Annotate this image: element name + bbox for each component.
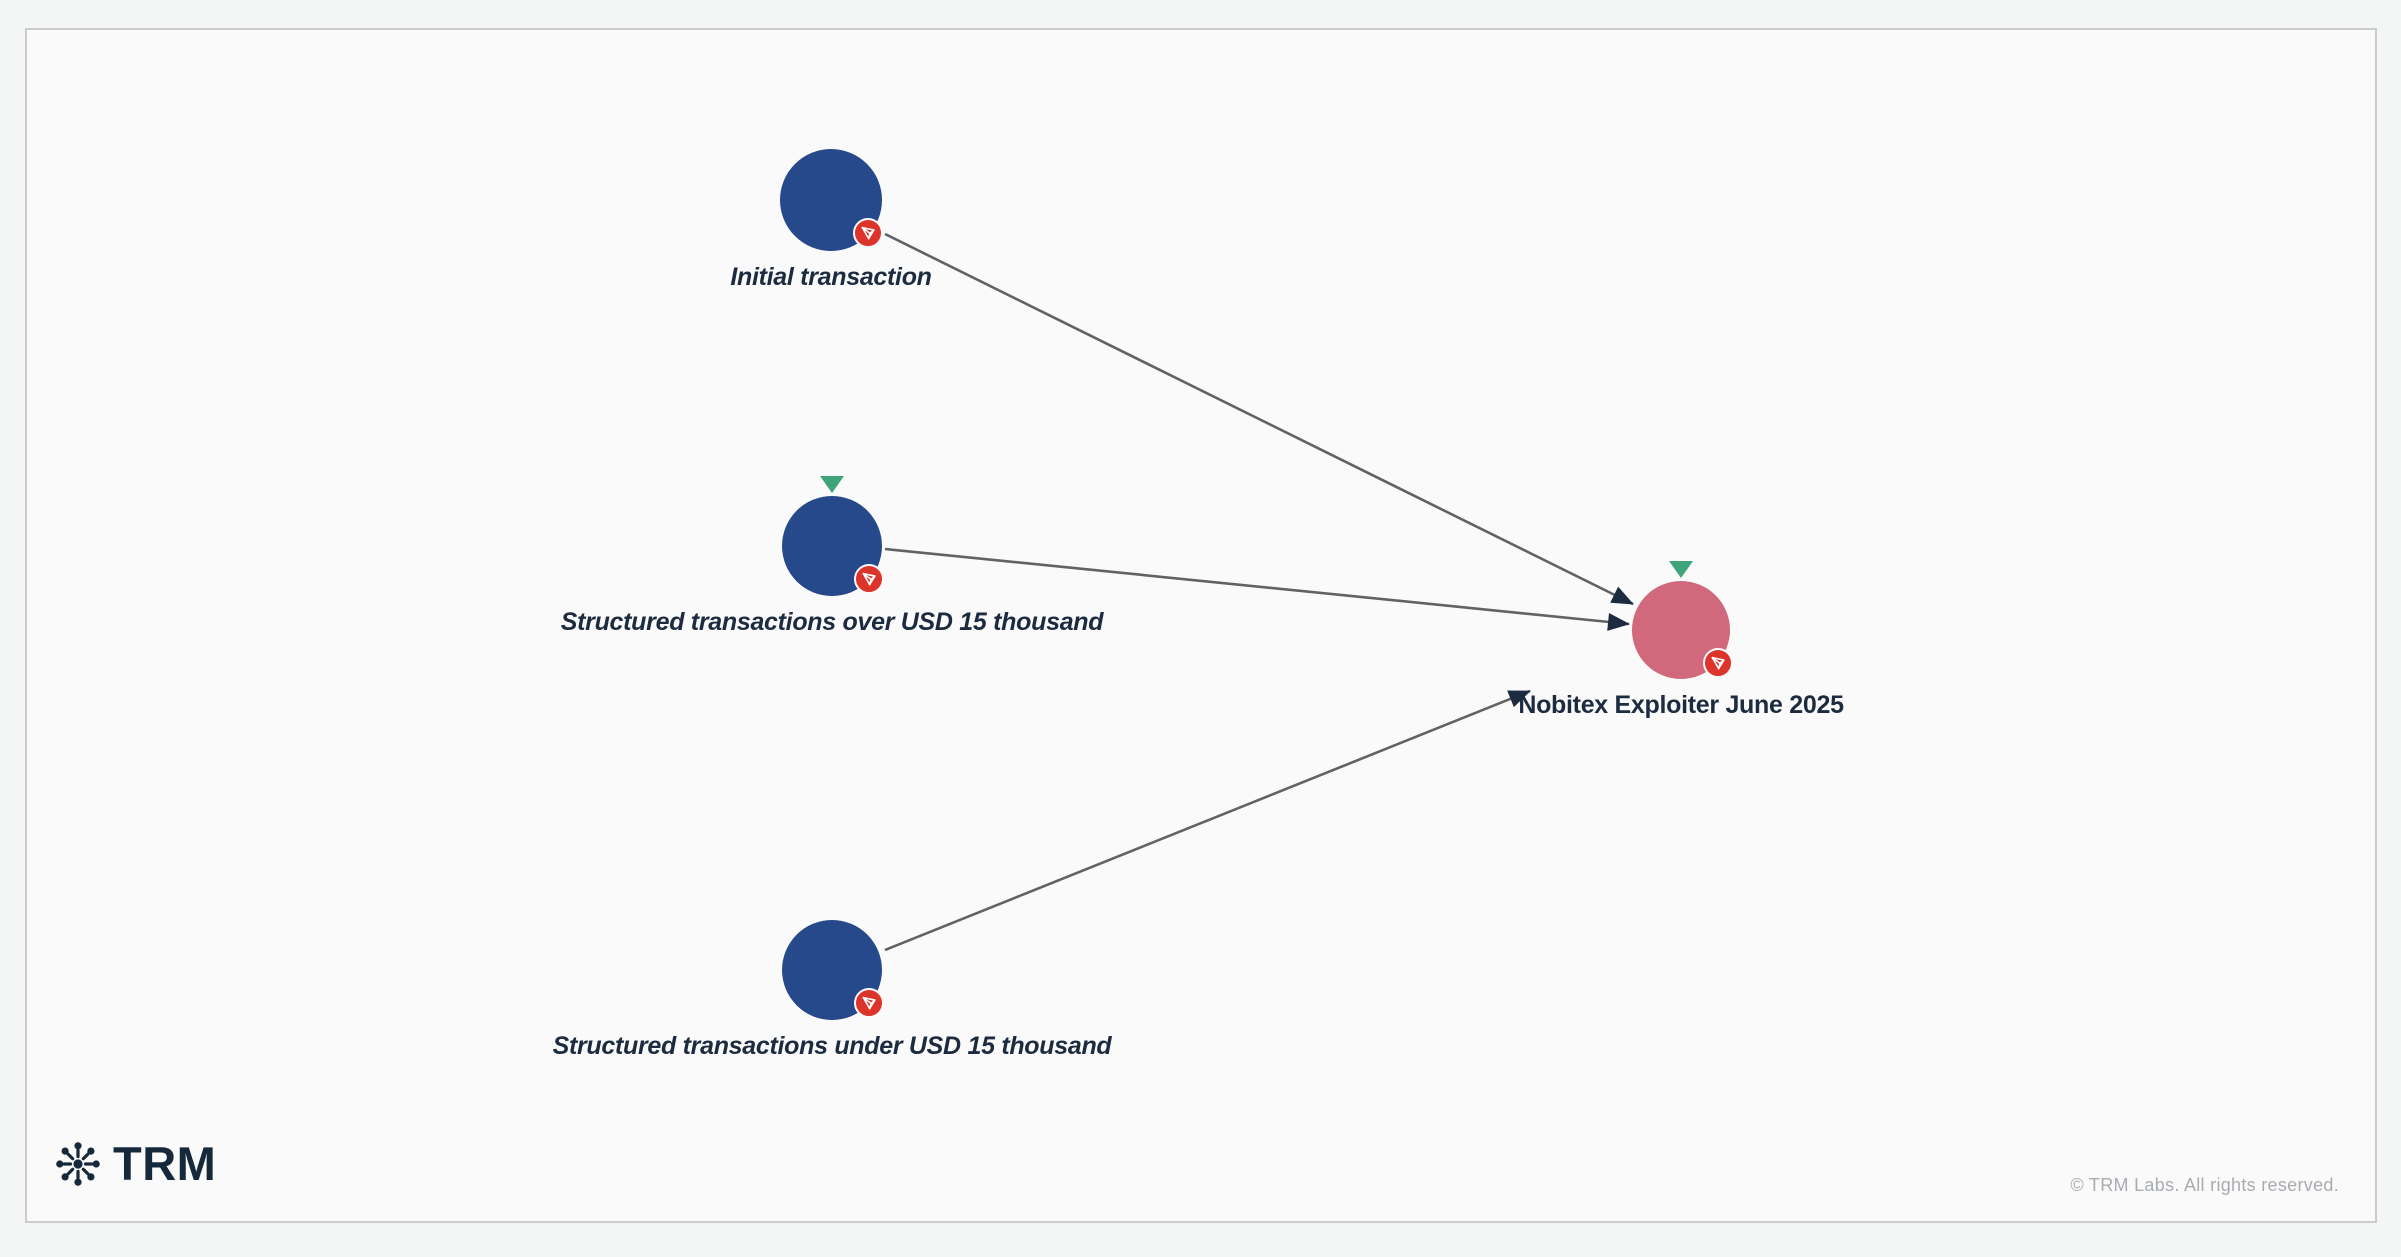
node-label-initial-transaction: Initial transaction: [730, 263, 932, 291]
trm-logo: TRM: [54, 1139, 216, 1189]
tron-icon: [854, 564, 884, 594]
copyright-text: © TRM Labs. All rights reserved.: [2070, 1175, 2339, 1195]
node-label-structured-under-15k: Structured transactions under USD 15 tho…: [552, 1032, 1112, 1060]
tron-icon: [1703, 648, 1733, 678]
flag-triangle-icon: [1669, 561, 1693, 578]
graph-edge-structured-over-15k-to-nobitex-exploiter-june-2025[interactable]: [884, 547, 1630, 631]
trm-asterisk-icon: [56, 1142, 100, 1186]
flag-triangle-icon: [820, 476, 844, 493]
tron-icon: [854, 988, 884, 1018]
graph-edge-initial-transaction-to-nobitex-exploiter-june-2025[interactable]: [884, 232, 1634, 606]
trm-wordmark: TRM: [113, 1137, 217, 1190]
graph-edge-structured-under-15k-to-nobitex-exploiter-june-2025[interactable]: [884, 689, 1531, 952]
tron-icon: [853, 218, 883, 248]
node-label-structured-over-15k: Structured transactions over USD 15 thou…: [560, 608, 1104, 636]
node-label-nobitex-exploiter-june-2025: Nobitex Exploiter June 2025: [1518, 691, 1844, 719]
graph-canvas: [25, 28, 2377, 1223]
